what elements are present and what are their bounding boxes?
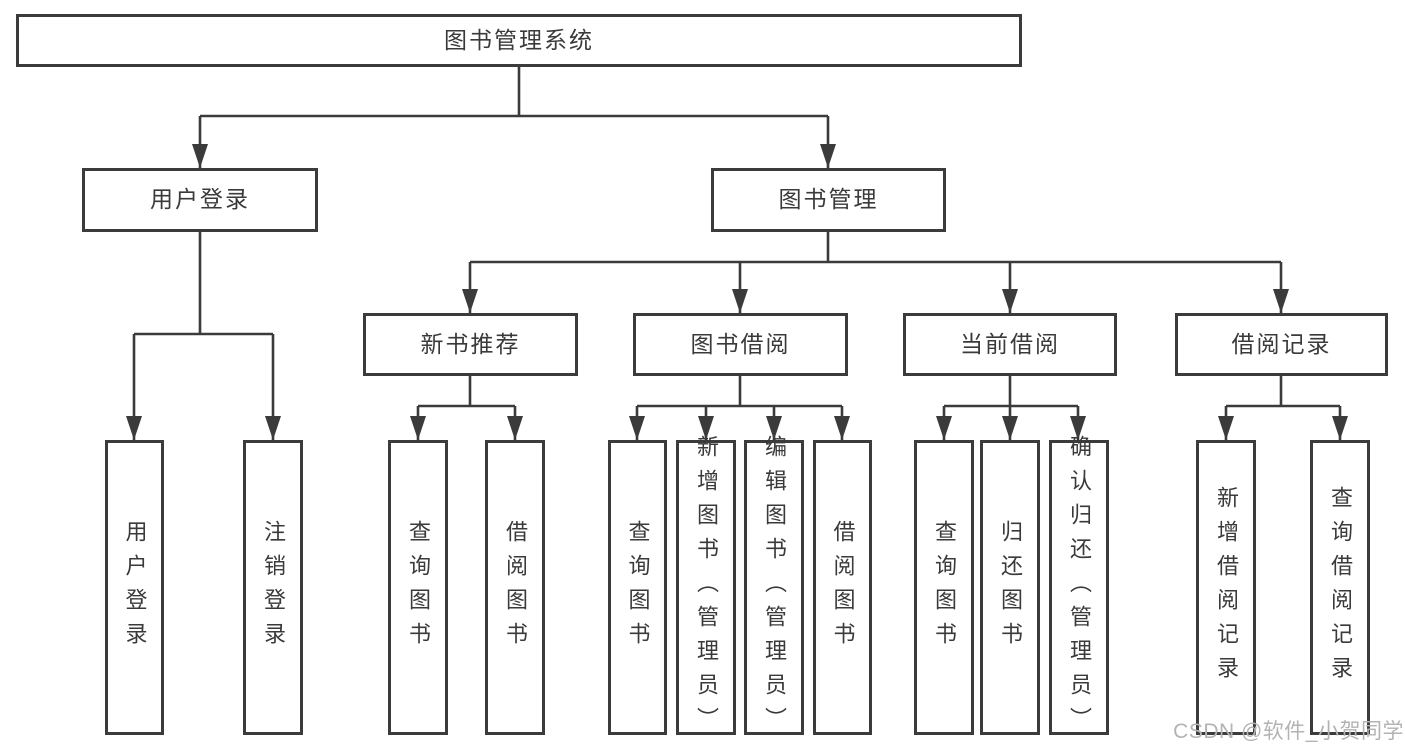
csdn-watermark: CSDN @软件_小贺同学 — [1173, 720, 1404, 743]
leaf-bb-add-book: 新增图书（管理员） — [676, 435, 736, 741]
node-borrow-records: 借阅记录 — [1175, 313, 1388, 376]
leaf-bb-query-book: 查询图书 — [608, 440, 667, 735]
node-new-book-recommend: 新书推荐 — [363, 313, 578, 376]
leaf-user-login: 用户登录 — [105, 440, 164, 735]
leaf-br-query-record: 查询借阅记录 — [1310, 440, 1370, 735]
node-new-book-recommend-label: 新书推荐 — [420, 330, 521, 357]
node-user-login-label: 用户登录 — [150, 186, 250, 213]
leaf-logout: 注销登录 — [243, 440, 303, 735]
leaf-br-add-record: 新增借阅记录 — [1196, 440, 1256, 735]
node-current-borrow: 当前借阅 — [903, 313, 1117, 376]
leaf-nb-query-book: 查询图书 — [388, 440, 448, 735]
node-user-login: 用户登录 — [82, 168, 318, 232]
leaf-bb-borrow-book-label: 借阅图书 — [830, 519, 856, 656]
leaf-cb-query-book-label: 查询图书 — [932, 519, 957, 656]
node-book-management: 图书管理 — [711, 168, 946, 232]
leaf-nb-borrow-book-label: 借阅图书 — [503, 519, 528, 656]
leaf-bb-add-book-label: 新增图书（管理员） — [694, 434, 719, 741]
node-book-borrow: 图书借阅 — [633, 313, 848, 376]
leaf-bb-edit-book: 编辑图书（管理员） — [744, 435, 804, 741]
node-book-borrow-label: 图书借阅 — [690, 330, 791, 357]
leaf-nb-borrow-book: 借阅图书 — [485, 440, 545, 735]
leaf-cb-return-book: 归还图书 — [980, 440, 1040, 735]
leaf-logout-label: 注销登录 — [261, 519, 286, 656]
leaf-cb-query-book: 查询图书 — [914, 440, 974, 735]
leaf-bb-borrow-book: 借阅图书 — [813, 440, 872, 735]
leaf-br-query-record-label: 查询借阅记录 — [1328, 485, 1353, 690]
node-book-management-label: 图书管理 — [778, 186, 879, 213]
node-root: 图书管理系统 — [16, 14, 1022, 67]
leaf-user-login-label: 用户登录 — [122, 519, 148, 656]
leaf-nb-query-book-label: 查询图书 — [406, 519, 431, 656]
leaf-cb-confirm-return: 确认归还（管理员） — [1049, 435, 1109, 741]
leaf-cb-confirm-return-label: 确认归还（管理员） — [1067, 434, 1092, 741]
node-current-borrow-label: 当前借阅 — [960, 330, 1060, 357]
leaf-bb-edit-book-label: 编辑图书（管理员） — [762, 434, 787, 741]
leaf-br-add-record-label: 新增借阅记录 — [1214, 485, 1239, 690]
node-root-label: 图书管理系统 — [444, 26, 594, 53]
node-borrow-records-label: 借阅记录 — [1231, 330, 1332, 357]
leaf-cb-return-book-label: 归还图书 — [998, 519, 1023, 656]
leaf-bb-query-book-label: 查询图书 — [625, 519, 651, 656]
